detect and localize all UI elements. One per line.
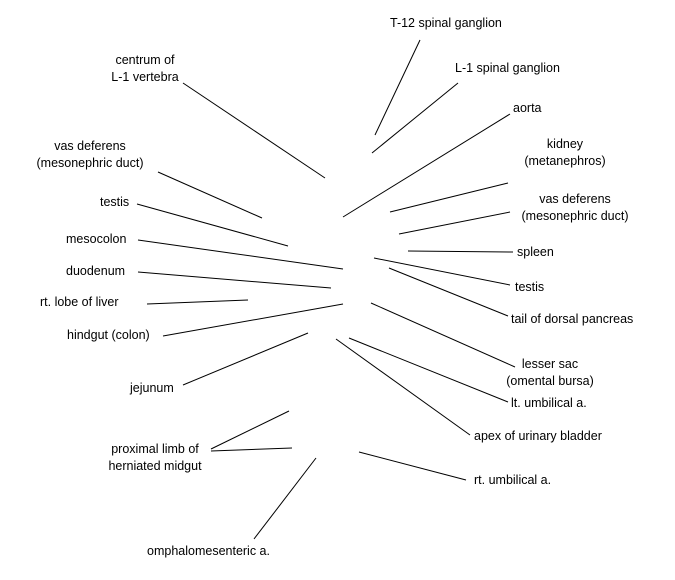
leader-kidney <box>389 182 509 213</box>
leader-proximal-limb-upper <box>210 410 290 450</box>
label-l1-spinal-ganglion: L-1 spinal ganglion <box>455 61 560 75</box>
leader-proximal-limb-lower <box>210 447 293 452</box>
leader-tail-dorsal-pancreas <box>388 267 509 317</box>
leader-rt-lobe-liver <box>146 299 249 305</box>
leader-testis-right <box>373 257 511 286</box>
leader-lt-umbilical <box>348 337 509 403</box>
label-kidney: kidney (metanephros) <box>524 137 606 168</box>
leader-duodenum <box>137 271 332 289</box>
label-proximal-limb: proximal limb of herniated midgut <box>108 442 202 473</box>
label-testis-right: testis <box>515 280 545 294</box>
leader-vas-deferens-right <box>398 211 511 235</box>
label-tail-dorsal-pancreas: tail of dorsal pancreas <box>511 312 634 326</box>
leader-lesser-sac <box>370 302 516 368</box>
label-t12-spinal-ganglion: T-12 spinal ganglion <box>390 16 502 30</box>
leader-t12-spinal-ganglion <box>374 39 421 136</box>
leader-apex-bladder <box>335 338 471 436</box>
label-vas-deferens-left: vas deferens (mesonephric duct) <box>36 139 144 170</box>
leader-mesocolon <box>137 239 344 270</box>
label-omphalomesenteric: omphalomesenteric a. <box>147 544 270 558</box>
label-centrum-l1: centrum of L-1 vertebra <box>111 53 179 84</box>
leader-omphalomesenteric <box>253 457 317 540</box>
leader-jejunum <box>182 332 309 386</box>
leader-spleen <box>407 250 514 253</box>
leader-vas-deferens-left <box>157 171 263 219</box>
leader-rt-umbilical <box>358 451 467 481</box>
label-rt-lobe-liver: rt. lobe of liver <box>40 295 119 309</box>
label-jejunum: jejunum <box>130 381 174 395</box>
leader-centrum-l1 <box>182 82 326 179</box>
label-duodenum: duodenum <box>66 264 126 278</box>
leader-testis-left <box>136 203 289 247</box>
leader-aorta <box>342 113 511 218</box>
label-hindgut: hindgut (colon) <box>67 328 150 342</box>
label-spleen: spleen <box>517 245 554 259</box>
label-aorta: aorta <box>513 101 542 115</box>
label-mesocolon: mesocolon <box>66 232 127 246</box>
label-vas-deferens-right: vas deferens (mesonephric duct) <box>521 192 629 223</box>
leader-l1-spinal-ganglion <box>371 82 459 154</box>
label-rt-umbilical: rt. umbilical a. <box>474 473 552 487</box>
label-apex-bladder: apex of urinary bladder <box>474 429 602 443</box>
label-lesser-sac: lesser sac (omental bursa) <box>506 357 594 388</box>
label-lt-umbilical: lt. umbilical a. <box>511 396 587 410</box>
leader-hindgut <box>162 303 344 337</box>
label-testis-left: testis <box>100 195 130 209</box>
